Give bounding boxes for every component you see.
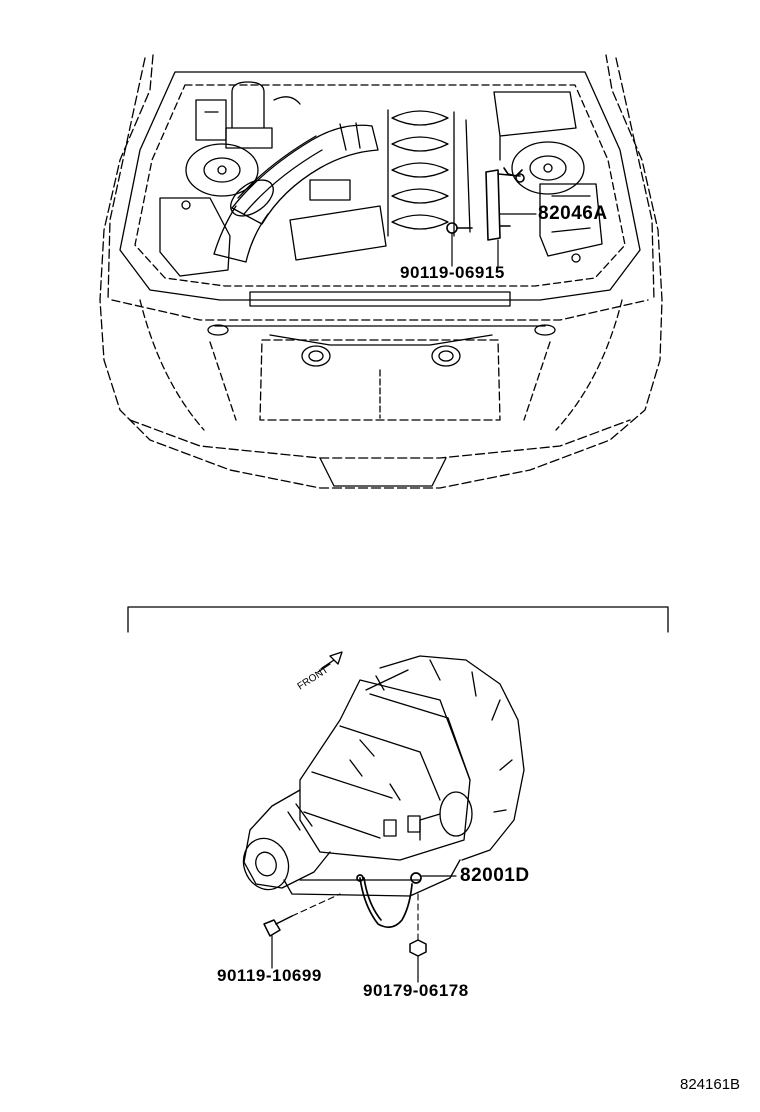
ecu-bracket [486, 168, 524, 240]
part-label-82001D: 82001D [460, 865, 530, 886]
part-label-90119-06915: 90119-06915 [400, 263, 505, 282]
oil-pan [284, 860, 460, 896]
ecu-housing [540, 184, 602, 256]
grille-opening [260, 340, 500, 420]
fuse-box [494, 92, 576, 160]
bell-housing [380, 656, 524, 860]
transmission-illustration [236, 656, 524, 896]
transmission-case [300, 680, 470, 860]
nut-lower [410, 940, 426, 956]
engine-coils [388, 110, 470, 236]
part-label-90119-10699: 90119-10699 [217, 966, 322, 985]
brake-reservoir [226, 82, 272, 148]
output-flange [236, 832, 295, 896]
air-intake-duct [232, 125, 378, 224]
bolt-lower [264, 916, 292, 936]
radiator-support [112, 300, 648, 320]
hood-inner [108, 58, 654, 300]
front-arrow [318, 652, 342, 672]
right-strut-tower [512, 142, 584, 194]
leader-90119-06915 [452, 233, 498, 266]
wire-harness [357, 873, 421, 927]
direction-label: FRONT [296, 665, 331, 693]
compartment-inner [135, 85, 625, 286]
hood-outline [100, 55, 662, 488]
horn-right [432, 346, 460, 366]
section-frame [128, 607, 668, 632]
compartment-rim [120, 72, 640, 300]
left-box [160, 198, 230, 276]
horn-left [302, 346, 330, 366]
bumper [130, 420, 630, 458]
part-label-90179-06178: 90179-06178 [363, 981, 469, 1000]
figure-id: 824161B [680, 1076, 741, 1093]
bolt-upper [447, 223, 472, 233]
left-strut-tower [186, 144, 258, 196]
engine-bay-illustration [100, 55, 662, 488]
tail-extension [244, 790, 330, 888]
part-label-82046A: 82046A [538, 203, 608, 224]
